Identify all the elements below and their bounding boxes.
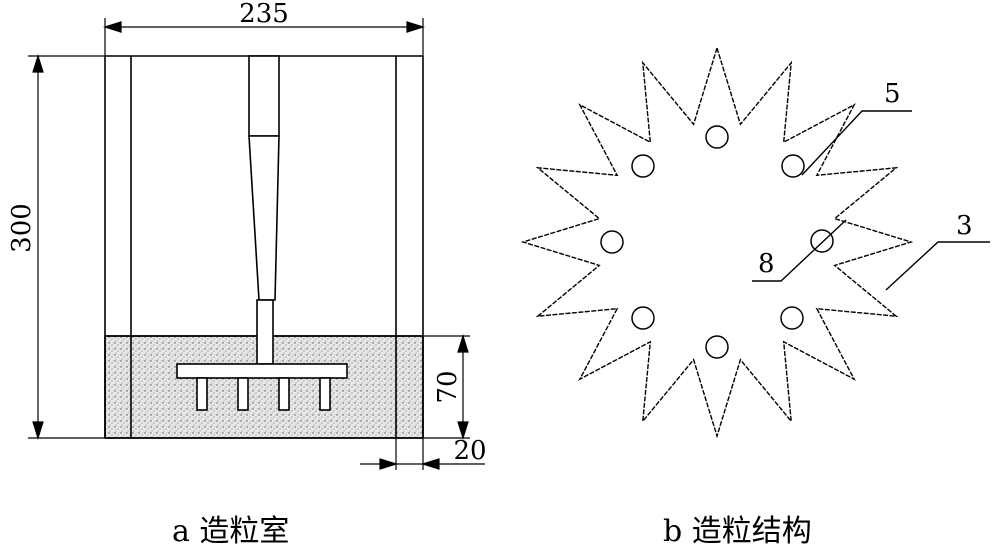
granulation-structure-drawing bbox=[520, 45, 990, 439]
leader-lines bbox=[752, 110, 990, 291]
stirrer-shaft bbox=[248, 55, 280, 365]
caption-a: a 造粒室 bbox=[172, 514, 290, 549]
wall-thickness-value: 20 bbox=[453, 436, 486, 466]
leader-3 bbox=[885, 241, 990, 291]
part-label-3: 3 bbox=[956, 211, 973, 241]
star-disk-outline bbox=[520, 45, 914, 439]
width-value: 235 bbox=[239, 0, 289, 29]
hole-top bbox=[705, 125, 729, 149]
hole-center bbox=[810, 229, 834, 253]
hole-lower-right bbox=[780, 306, 804, 330]
hole-upper-left bbox=[631, 154, 655, 178]
height-dimension bbox=[28, 53, 105, 441]
bed-height-dimension bbox=[423, 333, 470, 441]
hole-lower-left bbox=[631, 306, 655, 330]
leader-8 bbox=[752, 219, 847, 282]
caption-b: b 造粒结构 bbox=[663, 514, 812, 549]
hole-bottom bbox=[705, 335, 729, 359]
part-label-5: 5 bbox=[884, 79, 901, 109]
hole-upper-right bbox=[781, 154, 805, 178]
stirrer-pins bbox=[196, 377, 331, 411]
bed-height-value: 70 bbox=[433, 370, 463, 403]
disk-holes bbox=[600, 125, 834, 359]
wall-thickness-dimension bbox=[360, 438, 485, 470]
hole-left bbox=[600, 230, 624, 254]
leader-5 bbox=[801, 110, 912, 176]
part-label-8: 8 bbox=[758, 249, 775, 279]
stirrer-plate bbox=[176, 363, 348, 379]
width-dimension bbox=[102, 18, 426, 56]
granulation-chamber-drawing bbox=[28, 18, 485, 470]
height-value: 300 bbox=[7, 203, 37, 253]
